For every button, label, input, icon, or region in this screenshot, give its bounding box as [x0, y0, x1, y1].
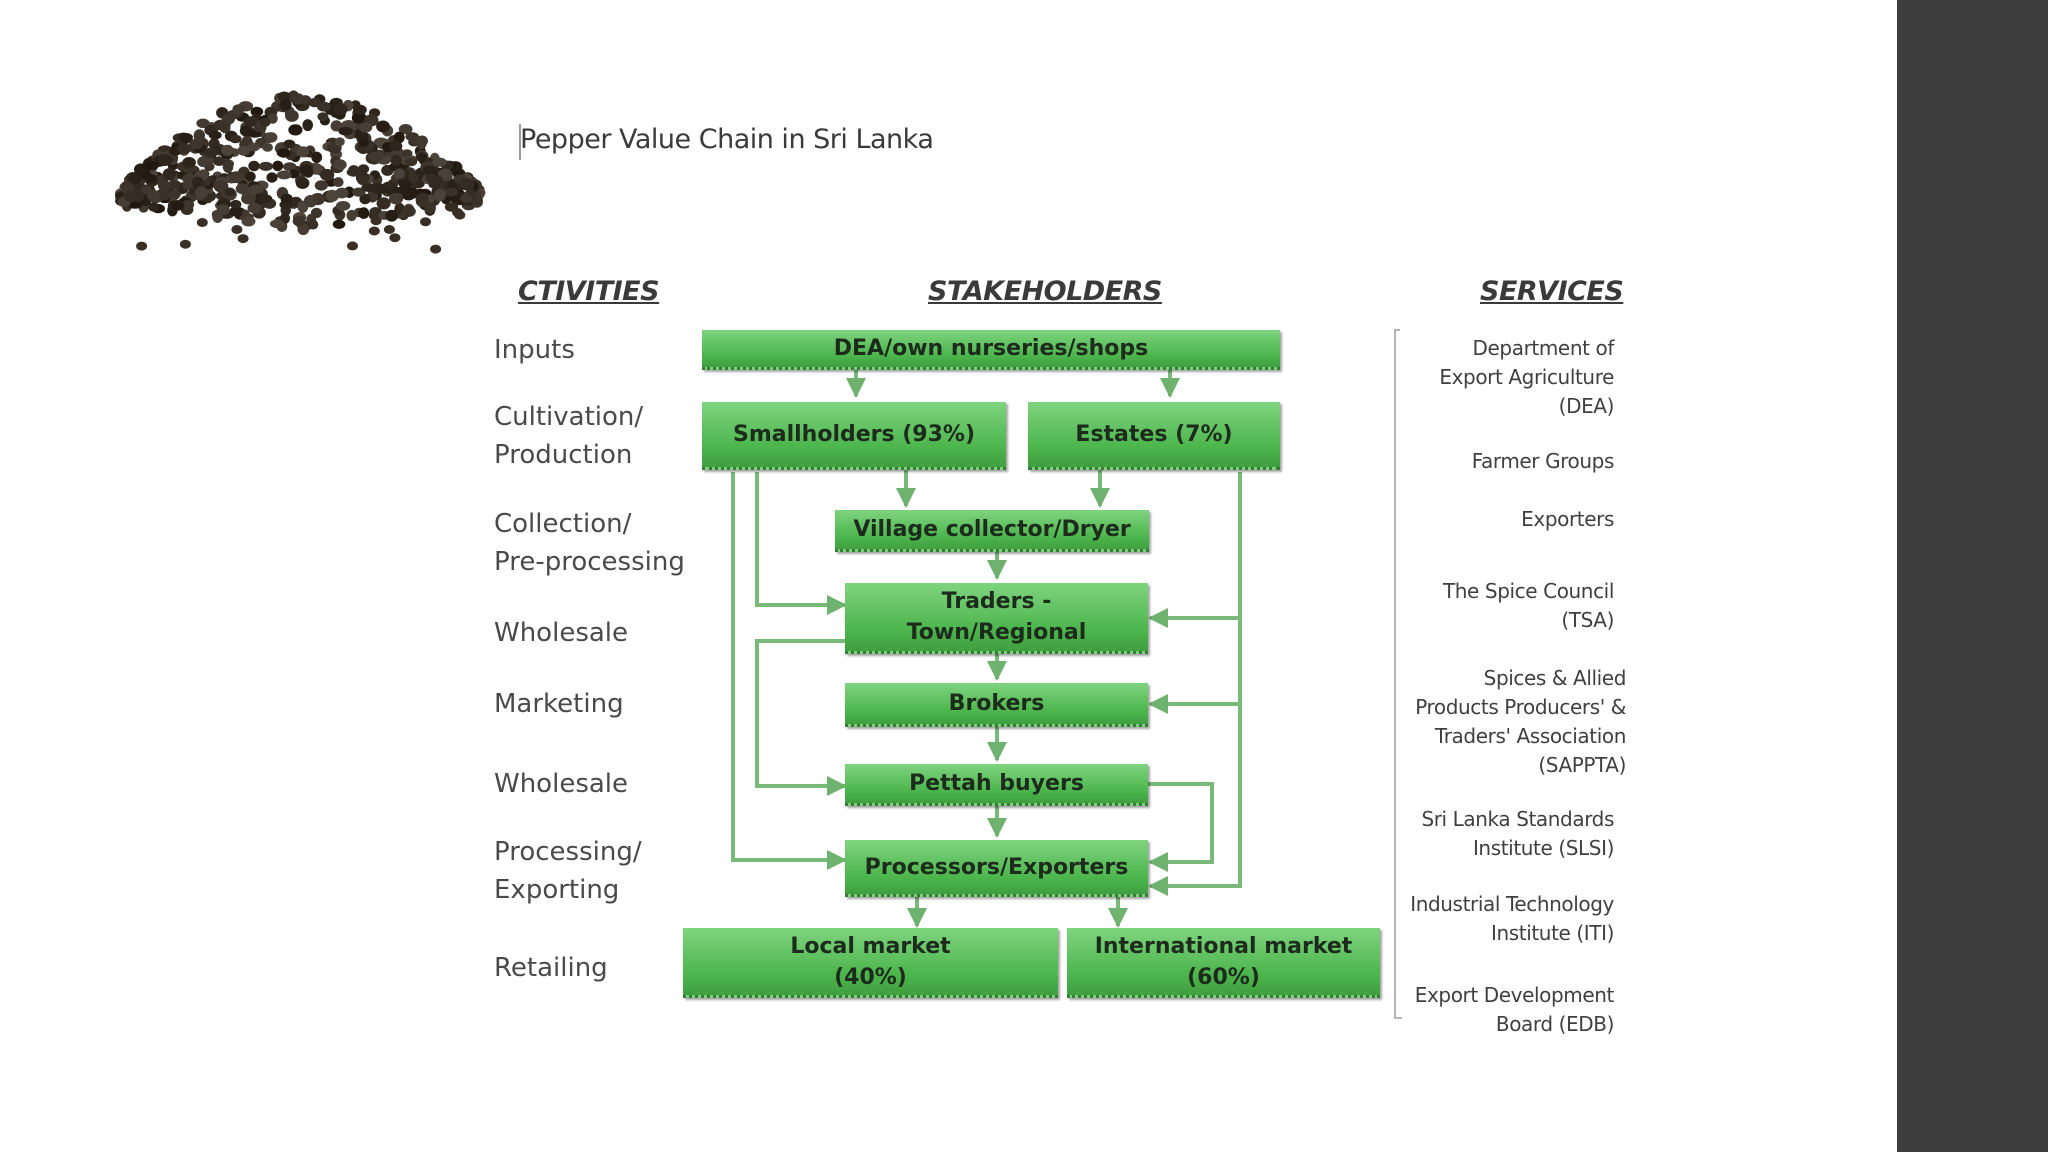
arrow-estates-to-processors [1148, 472, 1242, 896]
box-international-market: International market (60%) [1067, 928, 1380, 998]
activities-header: CTIVITIES [518, 276, 660, 307]
service-farmer-groups: Farmer Groups [1471, 449, 1615, 473]
activity-wholesale-1: Wholesale [494, 618, 629, 648]
activity-collection: Collection/ Pre-processing [494, 509, 685, 577]
box-local-market: Local market (40%) [683, 928, 1058, 998]
service-iti: Industrial Technology Institute (ITI) [1410, 892, 1614, 945]
box-dea-nurseries: DEA/own nurseries/shops [702, 330, 1280, 370]
box-village-collector: Village collector/Dryer [835, 510, 1149, 552]
services-bracket [1394, 329, 1402, 1019]
slide-right-band [1897, 0, 2048, 1152]
service-dea: Department of Export Agriculture (DEA) [1439, 336, 1614, 418]
box-estates: Estates (7%) [1028, 402, 1280, 470]
peppercorn-pile-image [114, 90, 486, 254]
slide-title: Pepper Value Chain in Sri Lanka [520, 124, 934, 155]
stakeholders-header: STAKEHOLDERS [928, 276, 1162, 307]
arrow-traders-to-pettah [755, 639, 847, 796]
activity-marketing: Marketing [494, 689, 624, 719]
activity-retailing: Retailing [494, 953, 608, 983]
services-header: SERVICES [1480, 276, 1624, 307]
box-brokers: Brokers [845, 683, 1148, 727]
service-sappta: Spices & Allied Products Producers' & Tr… [1415, 666, 1626, 777]
box-pettah-buyers: Pettah buyers [845, 764, 1148, 806]
box-processors-exporters: Processors/Exporters [845, 840, 1148, 897]
activity-inputs: Inputs [494, 335, 575, 365]
arrow-pettah-to-processors-side [1148, 782, 1214, 872]
activity-processing: Processing/ Exporting [494, 837, 642, 905]
service-slsi: Sri Lanka Standards Institute (SLSI) [1421, 807, 1614, 860]
service-spice-council: The Spice Council (TSA) [1442, 579, 1614, 632]
box-traders: Traders - Town/Regional [845, 583, 1148, 654]
service-exporters: Exporters [1521, 507, 1614, 531]
activity-cultivation: Cultivation/ Production [494, 402, 644, 470]
arrow-smallholders-to-traders [755, 472, 847, 615]
title-cursor-bar [519, 124, 521, 160]
service-edb: Export Development Board (EDB) [1414, 983, 1615, 1036]
arrow-smallholders-to-processors [731, 472, 847, 870]
box-smallholders: Smallholders (93%) [702, 402, 1006, 470]
activity-wholesale-2: Wholesale [494, 769, 629, 799]
